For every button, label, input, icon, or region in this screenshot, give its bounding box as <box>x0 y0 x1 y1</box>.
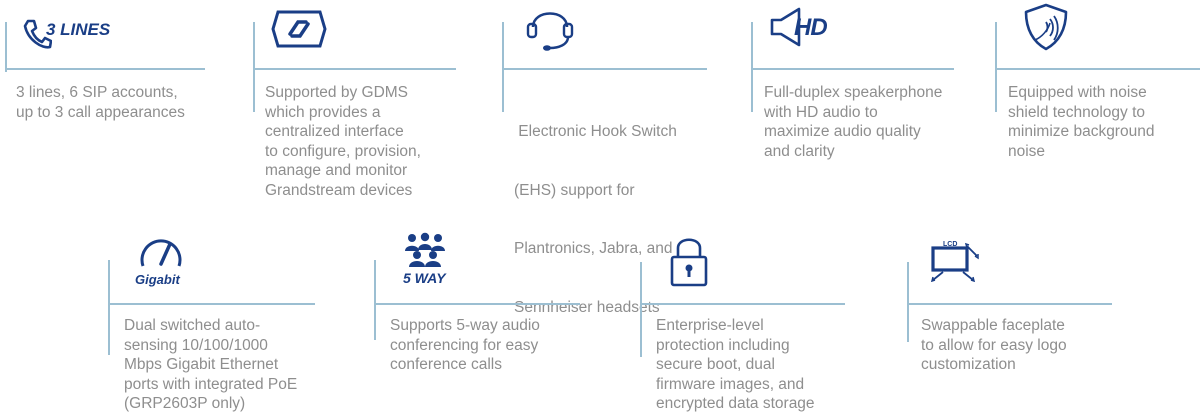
divider-vertical <box>502 22 504 112</box>
feature-description: Equipped with noise shield technology to… <box>1008 84 1155 160</box>
divider-vertical <box>374 260 376 340</box>
divider-horizontal <box>751 68 954 70</box>
divider-vertical <box>907 262 909 342</box>
padlock-icon <box>669 235 709 287</box>
divider-horizontal <box>907 303 1112 305</box>
group-icon <box>402 232 448 268</box>
feature-description: Electronic Hook Switch (EHS) support for… <box>514 123 677 316</box>
feature-description: Swappable faceplate to allow for easy lo… <box>921 317 1067 373</box>
divider-horizontal <box>502 68 707 70</box>
divider-horizontal <box>108 303 315 305</box>
divider-vertical <box>253 22 255 112</box>
gdms-cloud-icon <box>270 8 328 50</box>
lcd-faceplate-icon: LCD <box>929 238 981 283</box>
noise-shield-icon <box>1023 3 1069 51</box>
gauge-icon <box>137 234 185 270</box>
hd-label: HD <box>794 14 828 41</box>
divider-horizontal <box>640 303 845 305</box>
feature-description: Full-duplex speakerphone with HD audio t… <box>764 84 943 160</box>
divider-horizontal <box>374 303 580 305</box>
divider-horizontal <box>253 68 456 70</box>
lcd-text: LCD <box>943 241 957 248</box>
feature-description: Supports 5-way audio conferencing for ea… <box>390 317 540 373</box>
five-way-label: 5 WAY <box>403 270 446 286</box>
divider-vertical <box>751 22 753 112</box>
divider-horizontal <box>995 68 1200 70</box>
hd-speaker-icon <box>769 6 805 48</box>
feature-description: 3 lines, 6 SIP accounts, up to 3 call ap… <box>16 84 185 121</box>
gigabit-label: Gigabit <box>135 272 180 287</box>
divider-vertical <box>108 260 110 355</box>
headset-icon <box>524 3 576 53</box>
divider-horizontal <box>5 68 205 70</box>
divider-vertical <box>640 262 642 357</box>
feature-description: Enterprise-level protection including se… <box>656 317 815 412</box>
feature-description: Supported by GDMS which provides a centr… <box>265 84 421 199</box>
lines-label: 3 LINES <box>46 20 111 39</box>
feature-description: Dual switched auto- sensing 10/100/1000 … <box>124 317 298 412</box>
divider-vertical <box>995 22 997 112</box>
divider-vertical <box>5 22 7 72</box>
phone-icon <box>22 18 53 52</box>
